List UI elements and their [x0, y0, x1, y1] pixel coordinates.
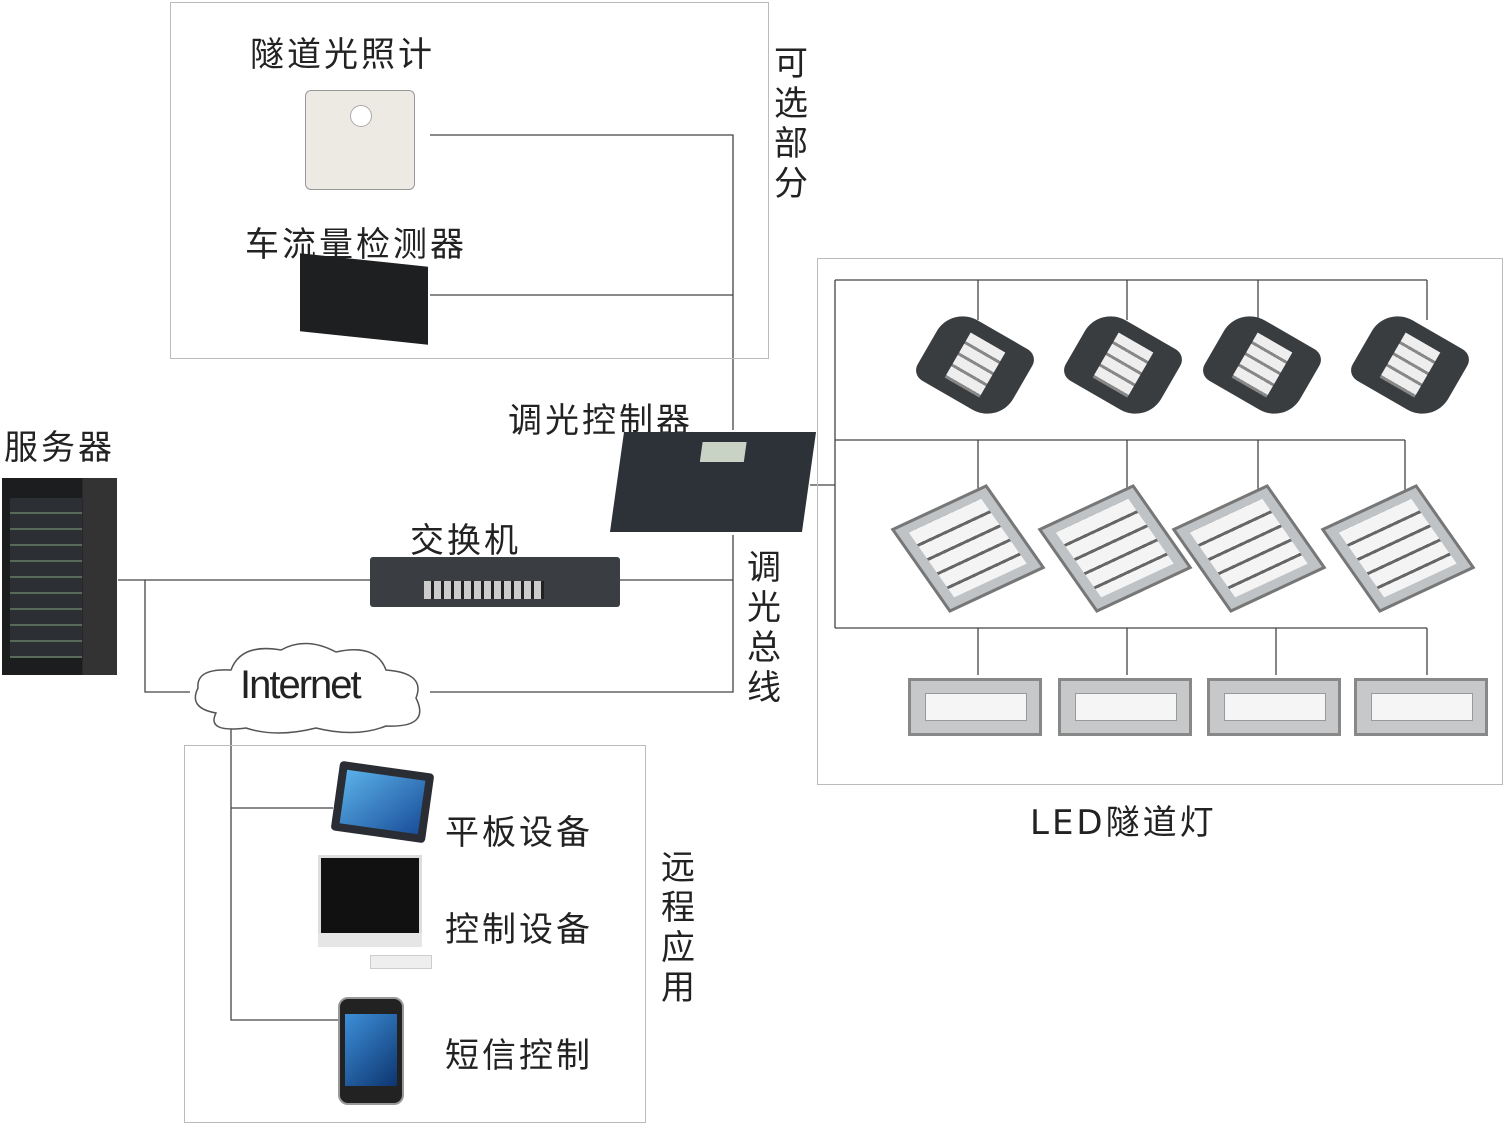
server-label: 服务器: [4, 428, 115, 468]
light-meter-device: [305, 90, 415, 190]
tablet-label: 平板设备: [445, 813, 593, 853]
dimming-bus-label: 调光总线: [747, 548, 781, 708]
led-lamp: [1354, 678, 1488, 736]
server-device: [2, 478, 117, 675]
led-lamp: [1058, 678, 1192, 736]
led-lamp: [908, 678, 1042, 736]
led-lamp: [1207, 678, 1341, 736]
remote-section-title: 远程应用: [661, 848, 695, 1008]
optional-section-box: [170, 2, 769, 359]
dimming-controller-device: [609, 432, 817, 532]
internet-label: Internet: [240, 663, 362, 707]
computer-device: [318, 855, 432, 975]
phone-device: [338, 997, 404, 1105]
light-meter-label: 隧道光照计: [250, 35, 435, 75]
switch-label: 交换机: [410, 521, 521, 561]
switch-device: [370, 557, 620, 607]
control-device-label: 控制设备: [445, 910, 593, 950]
sms-control-label: 短信控制: [445, 1036, 593, 1076]
tablet-device: [330, 760, 435, 844]
remote-section-box: [184, 745, 646, 1123]
optional-section-title: 可选部分: [774, 44, 808, 204]
led-lights-label: LED隧道灯: [1030, 803, 1217, 843]
internet-cloud-icon: [194, 642, 421, 734]
traffic-detector-device: [300, 253, 428, 345]
